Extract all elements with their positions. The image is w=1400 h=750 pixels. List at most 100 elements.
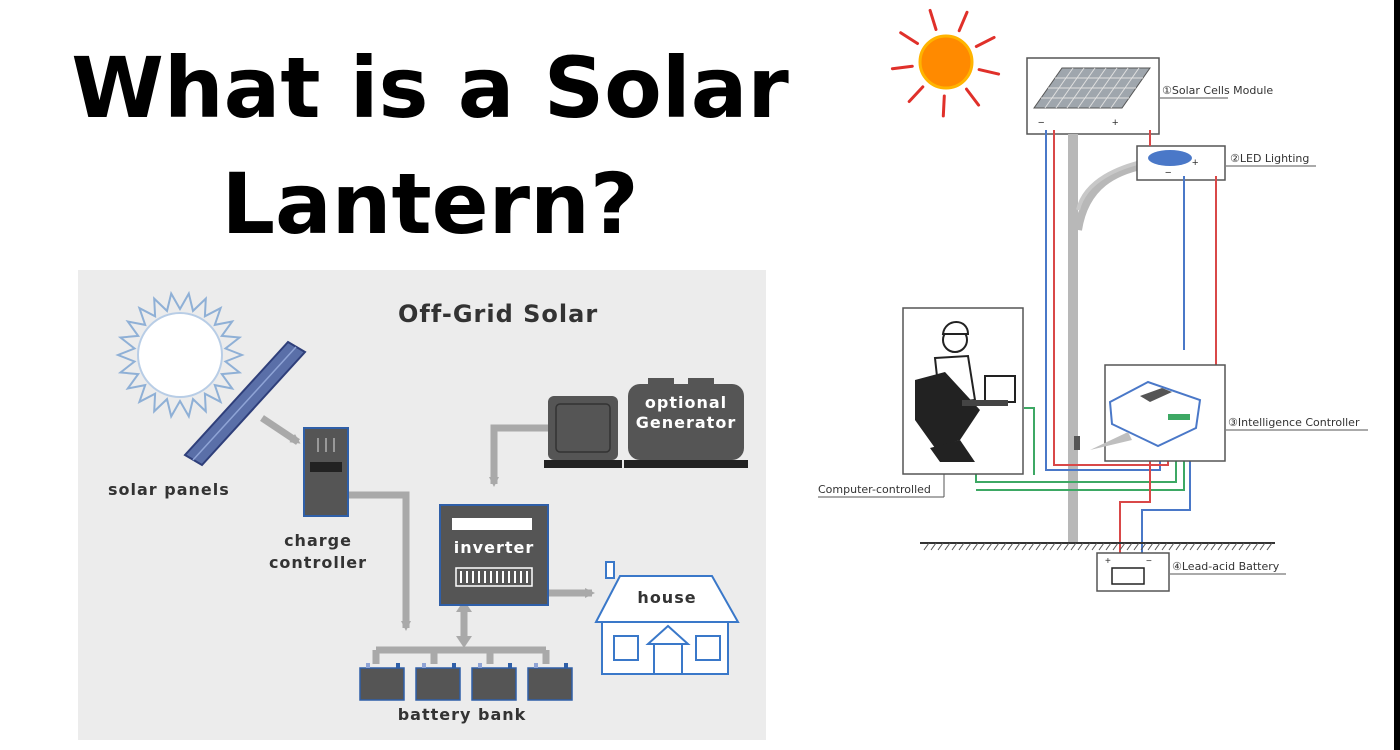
inverter-icon <box>439 504 549 606</box>
sun-icon <box>890 8 1001 118</box>
ground-hatch-line <box>1196 542 1203 551</box>
ground-hatch-line <box>1077 542 1084 551</box>
sun-ray <box>977 68 1001 76</box>
label-controller: controller <box>269 553 367 572</box>
ground-hatch-line <box>1210 542 1217 551</box>
ground-hatch-line <box>1168 542 1175 551</box>
module-plus: + <box>1112 117 1118 129</box>
battery-terminal <box>534 663 538 668</box>
charge-controller-icon <box>303 427 349 517</box>
ground-hatch-line <box>1189 542 1196 551</box>
label-solar-panels: solar panels <box>108 480 230 499</box>
ground-hatch-line <box>979 542 986 551</box>
label-intelligence-controller: ③Intelligence Controller <box>1228 416 1360 429</box>
ground-hatch-line <box>993 542 1000 551</box>
battery-cell <box>359 667 405 701</box>
sun-icon <box>115 290 245 420</box>
ground-hatch-line <box>1182 542 1189 551</box>
ground-hatch-line <box>965 542 972 551</box>
battery-minus: − <box>1146 556 1152 567</box>
ground-hatch-line <box>1154 542 1161 551</box>
battery-bank-icon <box>359 663 573 701</box>
ground-hatch-line <box>1259 542 1266 551</box>
ground-hatch-line <box>1084 542 1091 551</box>
led-lighting: − + <box>1136 145 1226 181</box>
computer-controlled-panel <box>902 307 1024 475</box>
ground-line <box>920 542 1275 551</box>
ground-hatch-line <box>1126 542 1133 551</box>
ground-hatch-line <box>1042 542 1049 551</box>
battery-bus <box>372 646 550 664</box>
label-solar-cells-module: ①Solar Cells Module <box>1162 84 1273 97</box>
ground-hatch-line <box>1224 542 1231 551</box>
ground-hatch-line <box>1049 542 1056 551</box>
ground-hatch-line <box>1161 542 1168 551</box>
arrow-down-icon <box>456 636 472 648</box>
ground-hatch-line <box>1203 542 1210 551</box>
battery-cell <box>471 667 517 701</box>
generator-icon <box>544 378 748 468</box>
ground-hatch-line <box>1021 542 1028 551</box>
led-plus: + <box>1192 157 1198 169</box>
battery-terminal <box>452 663 456 668</box>
ground-hatch-line <box>986 542 993 551</box>
ground-hatch-line <box>1217 542 1224 551</box>
module-minus: − <box>1038 117 1044 129</box>
solar-cells-module: − + <box>1026 57 1160 135</box>
intelligence-controller <box>1090 364 1226 462</box>
battery-terminal <box>508 663 512 668</box>
label-computer-controlled: Computer-controlled <box>818 483 931 496</box>
sun-ray <box>907 85 925 103</box>
ground-hatch-line <box>1098 542 1105 551</box>
ground-hatch-line <box>958 542 965 551</box>
ground-hatch-line <box>1014 542 1021 551</box>
label-led-lighting: ②LED Lighting <box>1230 152 1309 165</box>
ground-hatch-line <box>1070 542 1077 551</box>
pipe-controller-to-battery <box>348 491 411 631</box>
ground-hatch-line <box>951 542 958 551</box>
battery-terminal <box>366 663 370 668</box>
ground-hatch-line <box>937 542 944 551</box>
ground-hatch-line <box>1119 542 1126 551</box>
ground-hatch-line <box>972 542 979 551</box>
ground-hatch-line <box>1147 542 1154 551</box>
street-light-pole <box>1068 134 1151 542</box>
ground-hatch-line <box>944 542 951 551</box>
ground-hatch-line <box>1105 542 1112 551</box>
ground-hatch-line <box>1133 542 1140 551</box>
led-minus: − <box>1165 167 1171 179</box>
ground-hatch-line <box>1245 542 1252 551</box>
ground-hatch-line <box>1238 542 1245 551</box>
battery-cell <box>527 667 573 701</box>
sun-ray <box>974 35 996 48</box>
ground-hatch-line <box>930 542 937 551</box>
ground-hatch-line <box>1035 542 1042 551</box>
lead-acid-battery: + − <box>1096 552 1170 592</box>
ground-hatch-line <box>1112 542 1119 551</box>
sun-ray <box>928 8 938 31</box>
house-icon <box>594 561 740 675</box>
battery-terminal <box>396 663 400 668</box>
battery-terminal <box>478 663 482 668</box>
title-line-1: What is a Solar <box>71 39 789 137</box>
label-house: house <box>637 588 696 607</box>
sun-ray <box>941 94 946 118</box>
page-title: What is a Solar Lantern? <box>40 30 820 262</box>
battery-terminal <box>564 663 568 668</box>
ground-hatch-line <box>923 542 930 551</box>
ground-hatch-line <box>1231 542 1238 551</box>
pipe-generator-to-inverter <box>489 424 552 487</box>
battery-terminal <box>422 663 426 668</box>
off-grid-heading: Off-Grid Solar <box>398 300 598 328</box>
label-lead-acid-battery: ④Lead-acid Battery <box>1172 560 1280 573</box>
pipe-panel-to-controller <box>260 415 301 445</box>
sun-ray <box>899 31 919 45</box>
sun-ray <box>890 64 914 71</box>
operator-icon <box>915 321 1016 462</box>
label-battery-bank: battery bank <box>398 705 527 724</box>
sun-ray <box>957 10 969 33</box>
ground-hatch-line <box>1007 542 1014 551</box>
ground-hatch-line <box>1266 542 1273 551</box>
